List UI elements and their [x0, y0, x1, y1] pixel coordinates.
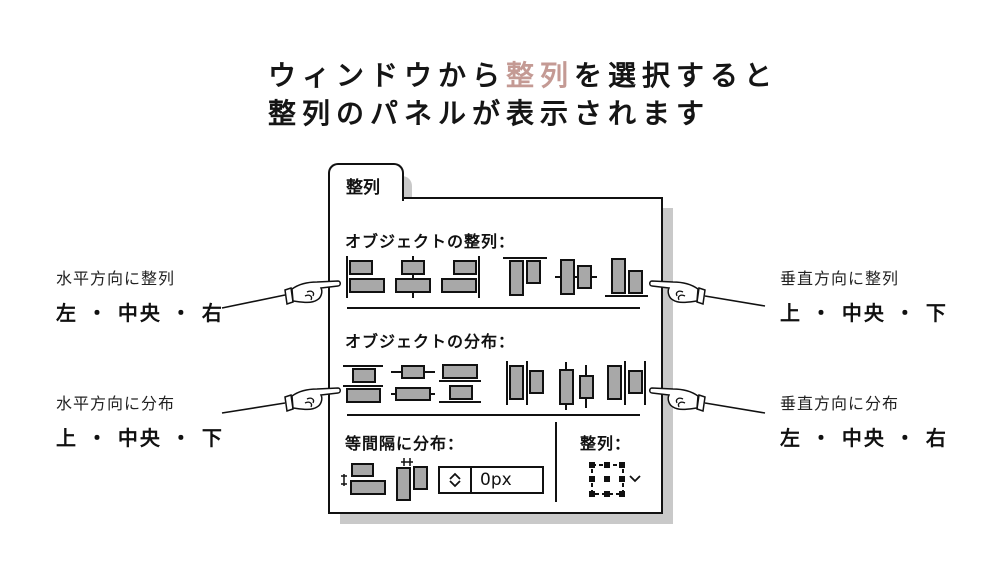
- align-left-icon[interactable]: [346, 256, 385, 298]
- distribute-left-icon[interactable]: [506, 361, 544, 405]
- spacing-value[interactable]: [480, 470, 540, 490]
- panel-tab-label: 整列: [346, 178, 380, 198]
- chevron-down-icon[interactable]: [629, 475, 641, 483]
- distribute-right-icon[interactable]: [607, 361, 646, 405]
- annotation-options: 左 ・ 中央 ・ 右: [56, 301, 224, 325]
- annotation-vertical-align: 垂直方向に整列 上 ・ 中央 ・ 下: [780, 265, 948, 326]
- annotation-caption: 垂直方向に整列: [780, 269, 900, 288]
- spinner-icon[interactable]: [440, 468, 472, 492]
- annotation-options: 上 ・ 中央 ・ 下: [780, 301, 948, 325]
- annotation-horizontal-align: 水平方向に整列 左 ・ 中央 ・ 右: [56, 265, 224, 326]
- pointer-line: [221, 294, 286, 309]
- section-divider: [347, 414, 640, 416]
- align-horizontal-center-icon[interactable]: [395, 256, 431, 298]
- pointer-line: [221, 402, 286, 414]
- align-bottom-icon[interactable]: [605, 258, 648, 297]
- align-top-icon[interactable]: [503, 257, 547, 296]
- align-panel: [328, 197, 663, 514]
- align-to-selection-icon[interactable]: [589, 462, 625, 497]
- align-to-label: 整列：: [580, 434, 632, 453]
- distribute-vertical-space-icon[interactable]: [341, 463, 386, 495]
- pointer-line: [704, 295, 766, 307]
- distribute-horizontal-center-icon[interactable]: [559, 362, 594, 410]
- align-vertical-center-icon[interactable]: [555, 259, 597, 295]
- heading-line-1: ウィンドウから整列を選択すると: [268, 54, 778, 94]
- annotation-options: 上 ・ 中央 ・ 下: [56, 426, 224, 450]
- section-vdivider: [555, 422, 557, 502]
- distribute-spacing-label: 等間隔に分布：: [345, 434, 465, 453]
- annotation-horizontal-distribute: 水平方向に分布 上 ・ 中央 ・ 下: [56, 390, 224, 451]
- section-divider: [347, 307, 640, 309]
- annotation-caption: 水平方向に整列: [56, 269, 176, 288]
- heading-accent-text: 整列: [506, 59, 575, 92]
- panel-tab[interactable]: 整列: [328, 163, 404, 201]
- annotation-caption: 水平方向に分布: [56, 394, 176, 413]
- spacing-input[interactable]: [438, 466, 544, 494]
- align-right-icon[interactable]: [441, 256, 480, 298]
- pointing-hand-icon: [284, 280, 341, 305]
- annotation-vertical-distribute: 垂直方向に分布 左 ・ 中央 ・ 右: [780, 390, 948, 451]
- pointing-hand-icon: [284, 387, 341, 412]
- distribute-vertical-center-icon[interactable]: [391, 365, 435, 401]
- distribute-horizontal-space-icon[interactable]: [396, 458, 428, 501]
- distribute-bottom-icon[interactable]: [439, 364, 481, 403]
- heading-text-before: ウィンドウから: [268, 59, 507, 92]
- heading-text-after: を選択すると: [574, 59, 779, 92]
- align-objects-label: オブジェクトの整列：: [345, 232, 516, 251]
- annotation-caption: 垂直方向に分布: [780, 394, 900, 413]
- pointer-line: [704, 402, 766, 414]
- heading-line-2: 整列のパネルが表示されます: [268, 97, 711, 130]
- annotation-options: 左 ・ 中央 ・ 右: [780, 426, 948, 450]
- distribute-top-icon[interactable]: [343, 365, 383, 403]
- distribute-objects-label: オブジェクトの分布：: [345, 332, 516, 351]
- pointing-hand-icon: [649, 280, 706, 305]
- pointing-hand-icon: [649, 387, 706, 412]
